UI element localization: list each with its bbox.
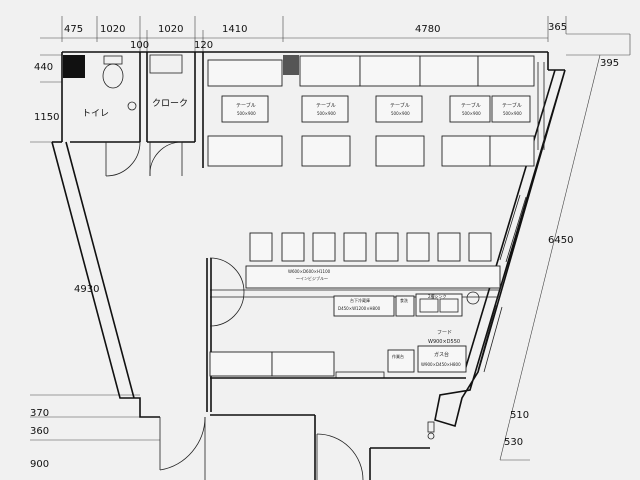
table-3: テーブル 500×900 [375, 95, 423, 123]
dim-top-1410: 1410 [222, 24, 247, 35]
dim-left-1150: 1150 [34, 112, 59, 123]
counter-note: W600×D600×H1100 [288, 269, 331, 274]
toilet-door[interactable] [105, 141, 141, 177]
fridge-unit [333, 295, 395, 317]
table-label: テーブル [461, 102, 481, 109]
sink-box-label: 食洗 [400, 297, 408, 303]
gas-stove [417, 345, 467, 373]
dim-top-475: 475 [64, 24, 83, 35]
table-label: テーブル [390, 102, 410, 109]
table-2: テーブル 500×900 [301, 95, 349, 123]
dim-top-100: 100 [130, 40, 149, 51]
table-size: 500×900 [237, 111, 256, 116]
table-size: 500×900 [391, 111, 410, 116]
fridge-label: 台下冷蔵庫 [350, 297, 370, 303]
dim-right-510: 510 [510, 410, 529, 421]
table-1: テーブル 500×900 [221, 95, 269, 123]
dim-top-1020a: 1020 [100, 24, 125, 35]
counter-sub: ～インビジブル～ [296, 275, 328, 281]
stove-size: W900×D450×H800 [421, 362, 461, 367]
room-label-cloak: クローク [152, 98, 188, 109]
kitchen-door[interactable] [209, 257, 245, 327]
toilet-bowl [102, 55, 124, 89]
right-window [477, 62, 545, 373]
dim-right-530: 530 [504, 437, 523, 448]
table-label: テーブル [236, 102, 256, 109]
stool-row [249, 232, 492, 262]
hood-label: フード [437, 330, 452, 336]
table-5: テーブル 500×900 [491, 95, 531, 123]
dim-top-1020b: 1020 [158, 24, 183, 35]
lower-counter [209, 349, 415, 379]
toilet-sink [127, 101, 137, 111]
table-size: 500×900 [317, 111, 336, 116]
table-size: 500×900 [503, 111, 522, 116]
cloak-door[interactable] [149, 141, 183, 177]
room-label-toilet: トイレ [82, 109, 109, 119]
dim-right-6450: 6450 [548, 235, 573, 246]
dim-top-120: 120 [194, 40, 213, 51]
dim-left-360: 360 [30, 426, 49, 437]
stove-label: ガス台 [434, 351, 449, 358]
entrance-door-left[interactable] [159, 416, 206, 480]
cloak-shelf [149, 54, 183, 74]
outer-walls [51, 51, 566, 480]
sink-label: 2槽シンク [428, 293, 447, 299]
small-left-label: 作業台 [392, 353, 404, 359]
partitions [70, 52, 204, 168]
fridge-size: D450×W1200×H800 [338, 306, 381, 311]
pillar [63, 55, 85, 78]
sink-box [395, 295, 415, 317]
dim-top-365: 365 [548, 22, 567, 33]
bottom-bench-row [207, 135, 535, 167]
table-label: テーブル [502, 102, 522, 109]
table-label: テーブル [316, 102, 336, 109]
table-size: 500×900 [462, 111, 481, 116]
kitchen-entry [206, 258, 212, 412]
entrance-door-right[interactable] [316, 433, 364, 480]
dim-left-900: 900 [30, 459, 49, 470]
dim-top-4780: 4780 [415, 24, 440, 35]
top-dimension-lines [30, 16, 631, 461]
dim-right-395: 395 [600, 58, 619, 69]
table-4: テーブル 500×900 [449, 95, 491, 123]
dim-left-440: 440 [34, 62, 53, 73]
dim-left-4930: 4930 [74, 284, 99, 295]
top-bench-row [207, 55, 535, 87]
double-sink [415, 291, 480, 317]
hood-size: W900×D550 [428, 339, 460, 345]
dim-left-370: 370 [30, 408, 49, 419]
pillar-pattern [283, 55, 299, 75]
drain-fixture [427, 421, 435, 440]
